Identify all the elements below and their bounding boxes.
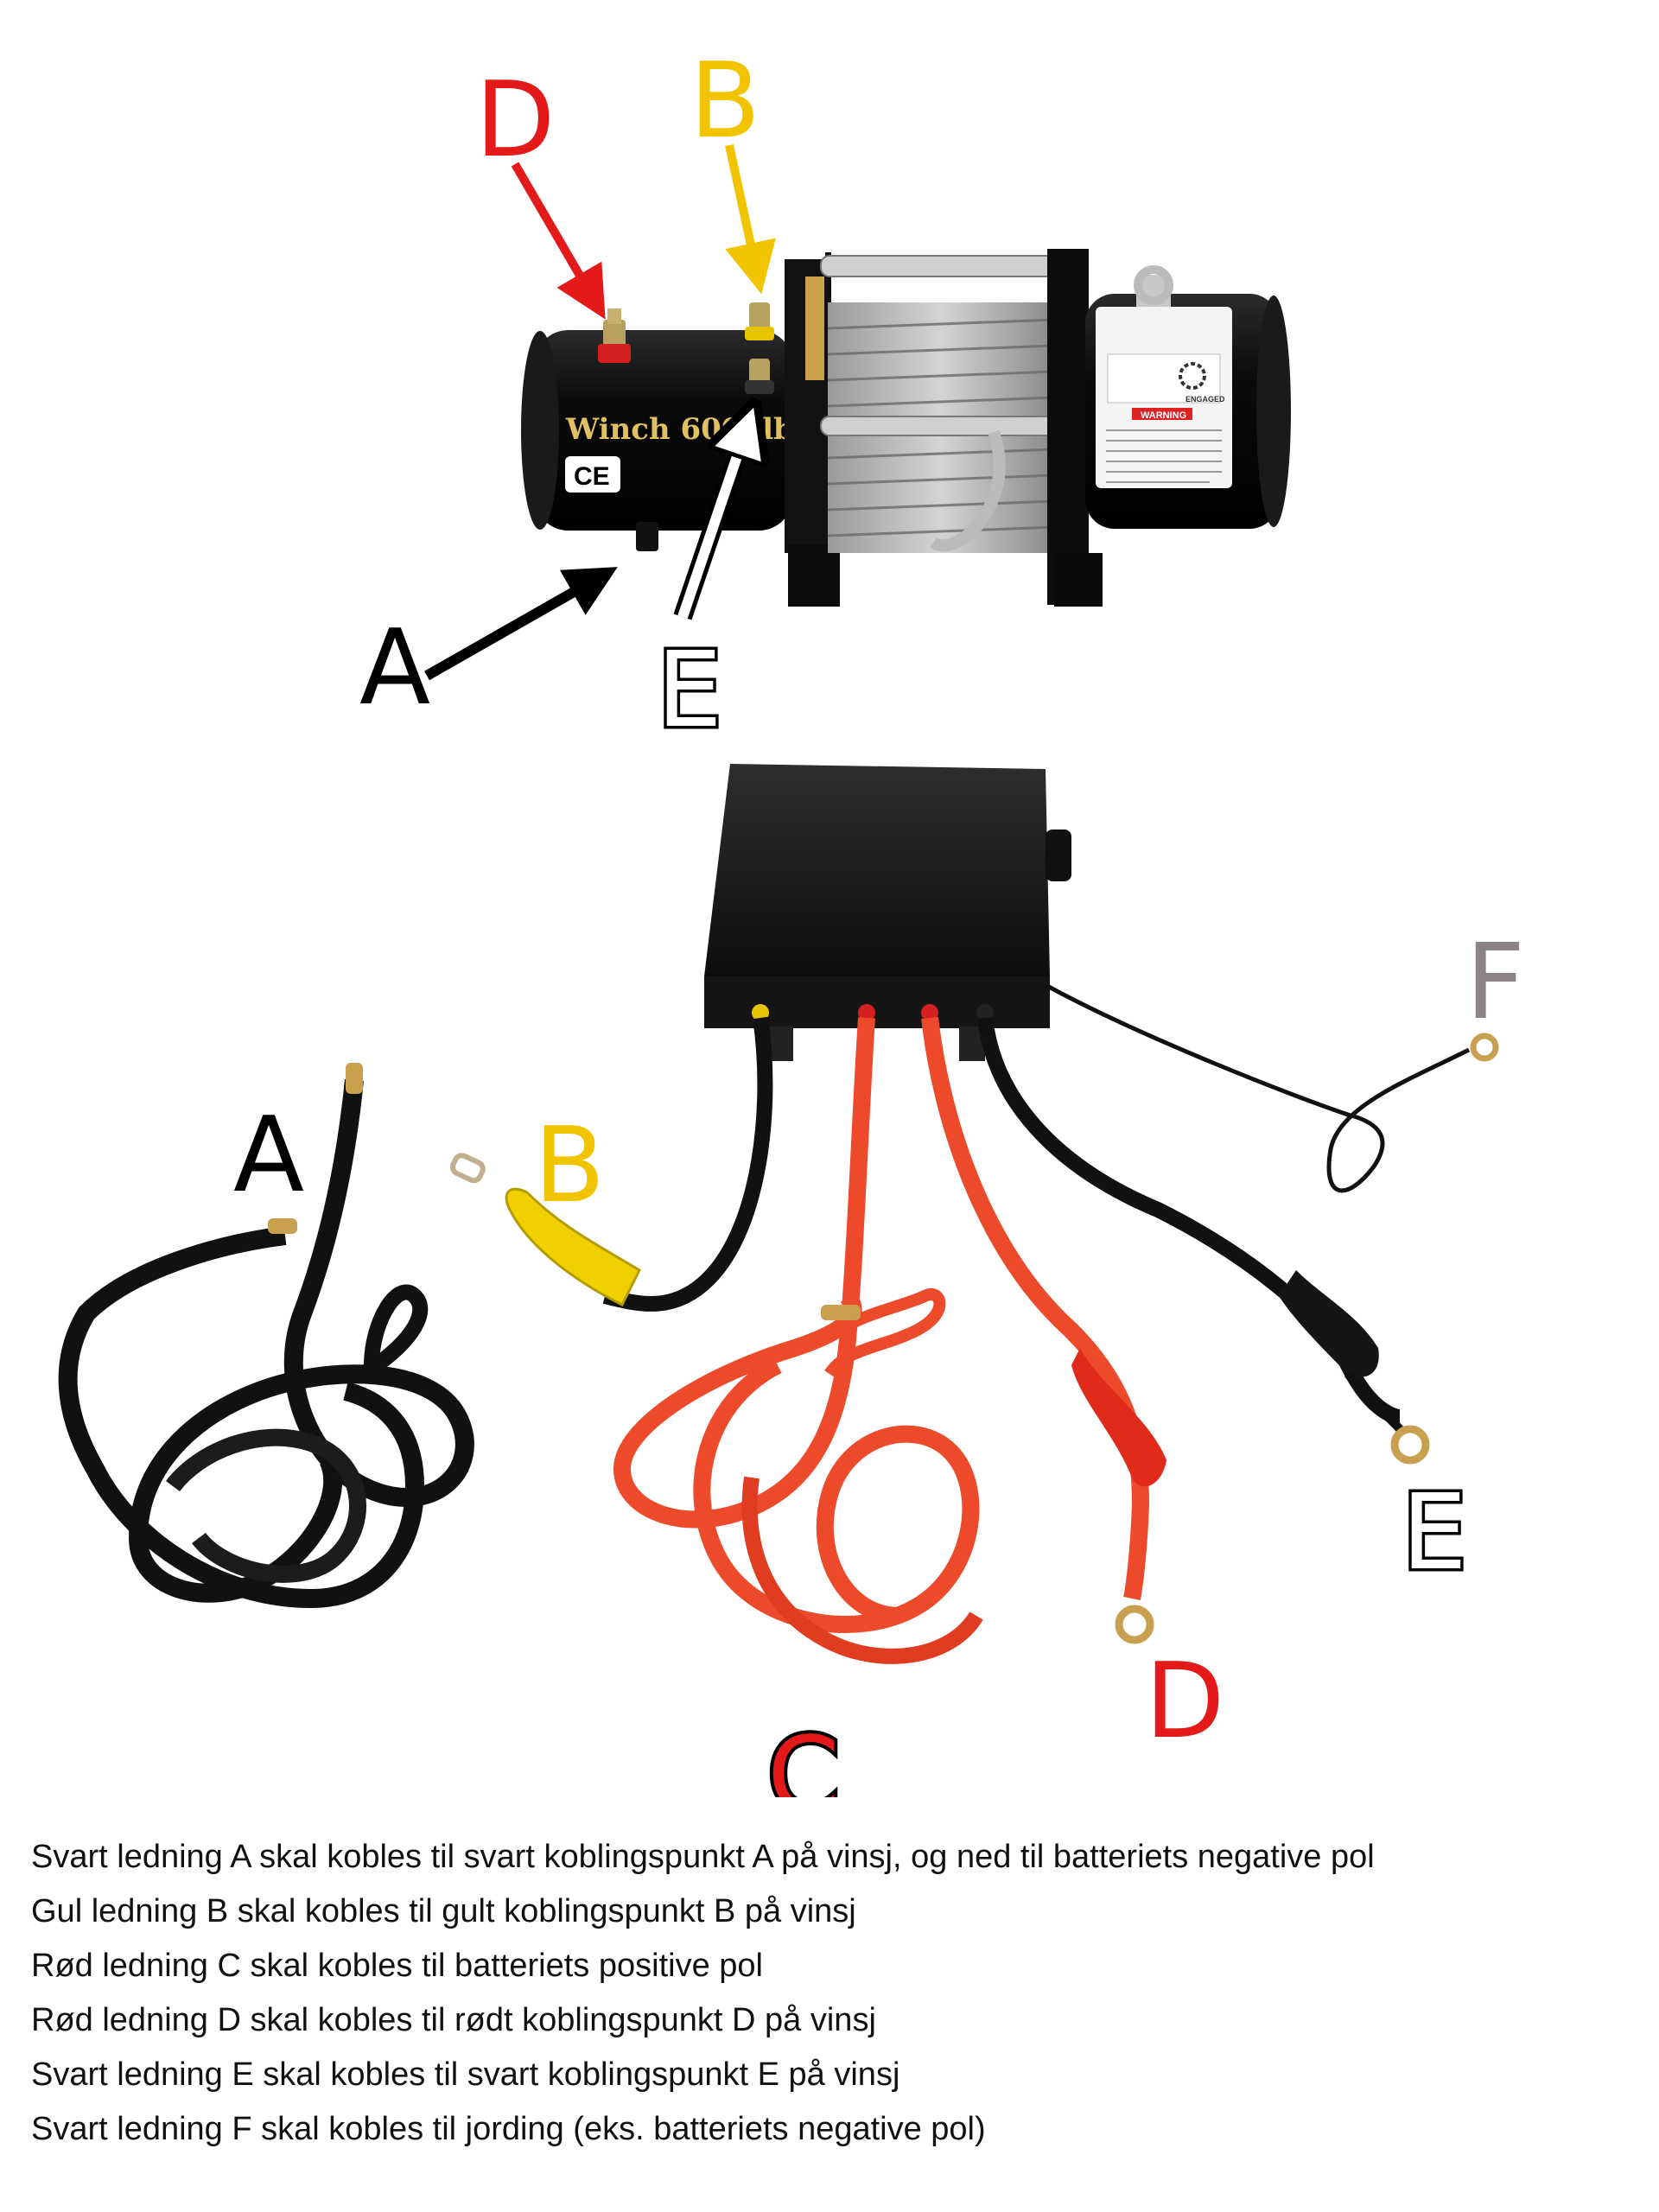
- cable-a: [128, 1078, 474, 1603]
- instruction-b: Gul ledning B skal kobles til gult kobli…: [31, 1893, 856, 1929]
- cable-d-terminal: [1115, 1605, 1154, 1644]
- label-a-bottom: A: [233, 1096, 304, 1216]
- label-f-bottom: F: [1465, 923, 1525, 1043]
- cable-d-boot: [1071, 1348, 1166, 1487]
- label-e-top: E: [657, 631, 722, 751]
- winch-frame-right: [1047, 249, 1089, 605]
- label-d-bottom: D: [1145, 1642, 1224, 1762]
- terminal-a: [636, 522, 658, 551]
- winch: Winch 6000lb CE: [521, 249, 1291, 607]
- cable-f: [1044, 982, 1471, 1193]
- label-b-top: B: [690, 41, 760, 162]
- instruction-c: Rød ledning C skal kobles til batteriets…: [31, 1948, 763, 1984]
- label-c-bottom: C: [767, 1716, 840, 1797]
- cable-d: [921, 1016, 1150, 1600]
- instruction-f: Svart ledning F skal kobles til jording …: [31, 2111, 986, 2147]
- instruction-e: Svart ledning E skal kobles til svart ko…: [31, 2056, 900, 2093]
- ce-mark-text: CE: [574, 462, 610, 491]
- wiring-diagram: Winch 6000lb CE: [58, 41, 1525, 1797]
- label-a-top: A: [359, 608, 430, 728]
- label-e-bottom: E: [1402, 1473, 1467, 1593]
- instructions-list: Svart ledning A skal kobles til svart ko…: [31, 1830, 1638, 2157]
- instruction-d: Rød ledning D skal kobles til rødt kobli…: [31, 2002, 876, 2038]
- engaged-text: ENGAGED: [1185, 395, 1225, 404]
- ce-mark: [565, 456, 620, 493]
- arrow-to-a: [424, 567, 618, 681]
- warning-title: WARNING: [1141, 410, 1186, 421]
- winch-tie-bar-bottom: [820, 416, 1064, 436]
- cable-f-terminal: [1470, 1033, 1499, 1062]
- cable-e-terminal: [1390, 1425, 1430, 1465]
- arrow-to-b: [725, 143, 776, 295]
- label-b-bottom: B: [534, 1106, 605, 1226]
- cable-b: [602, 1016, 773, 1312]
- winch-brand-text: Winch 6000lb: [565, 412, 794, 447]
- control-box: [704, 764, 1071, 1061]
- arrow-to-e-fill: [677, 423, 748, 619]
- cable-b-yellow-boot: [505, 1187, 641, 1307]
- instruction-a: Svart ledning A skal kobles til svart ko…: [31, 1839, 1375, 1875]
- cable-c: [613, 1017, 875, 1529]
- control-box-lid: [704, 764, 1050, 976]
- label-d-top: D: [475, 60, 555, 181]
- arrow-to-d: [511, 162, 606, 320]
- winch-tie-bar-top: [820, 255, 1064, 277]
